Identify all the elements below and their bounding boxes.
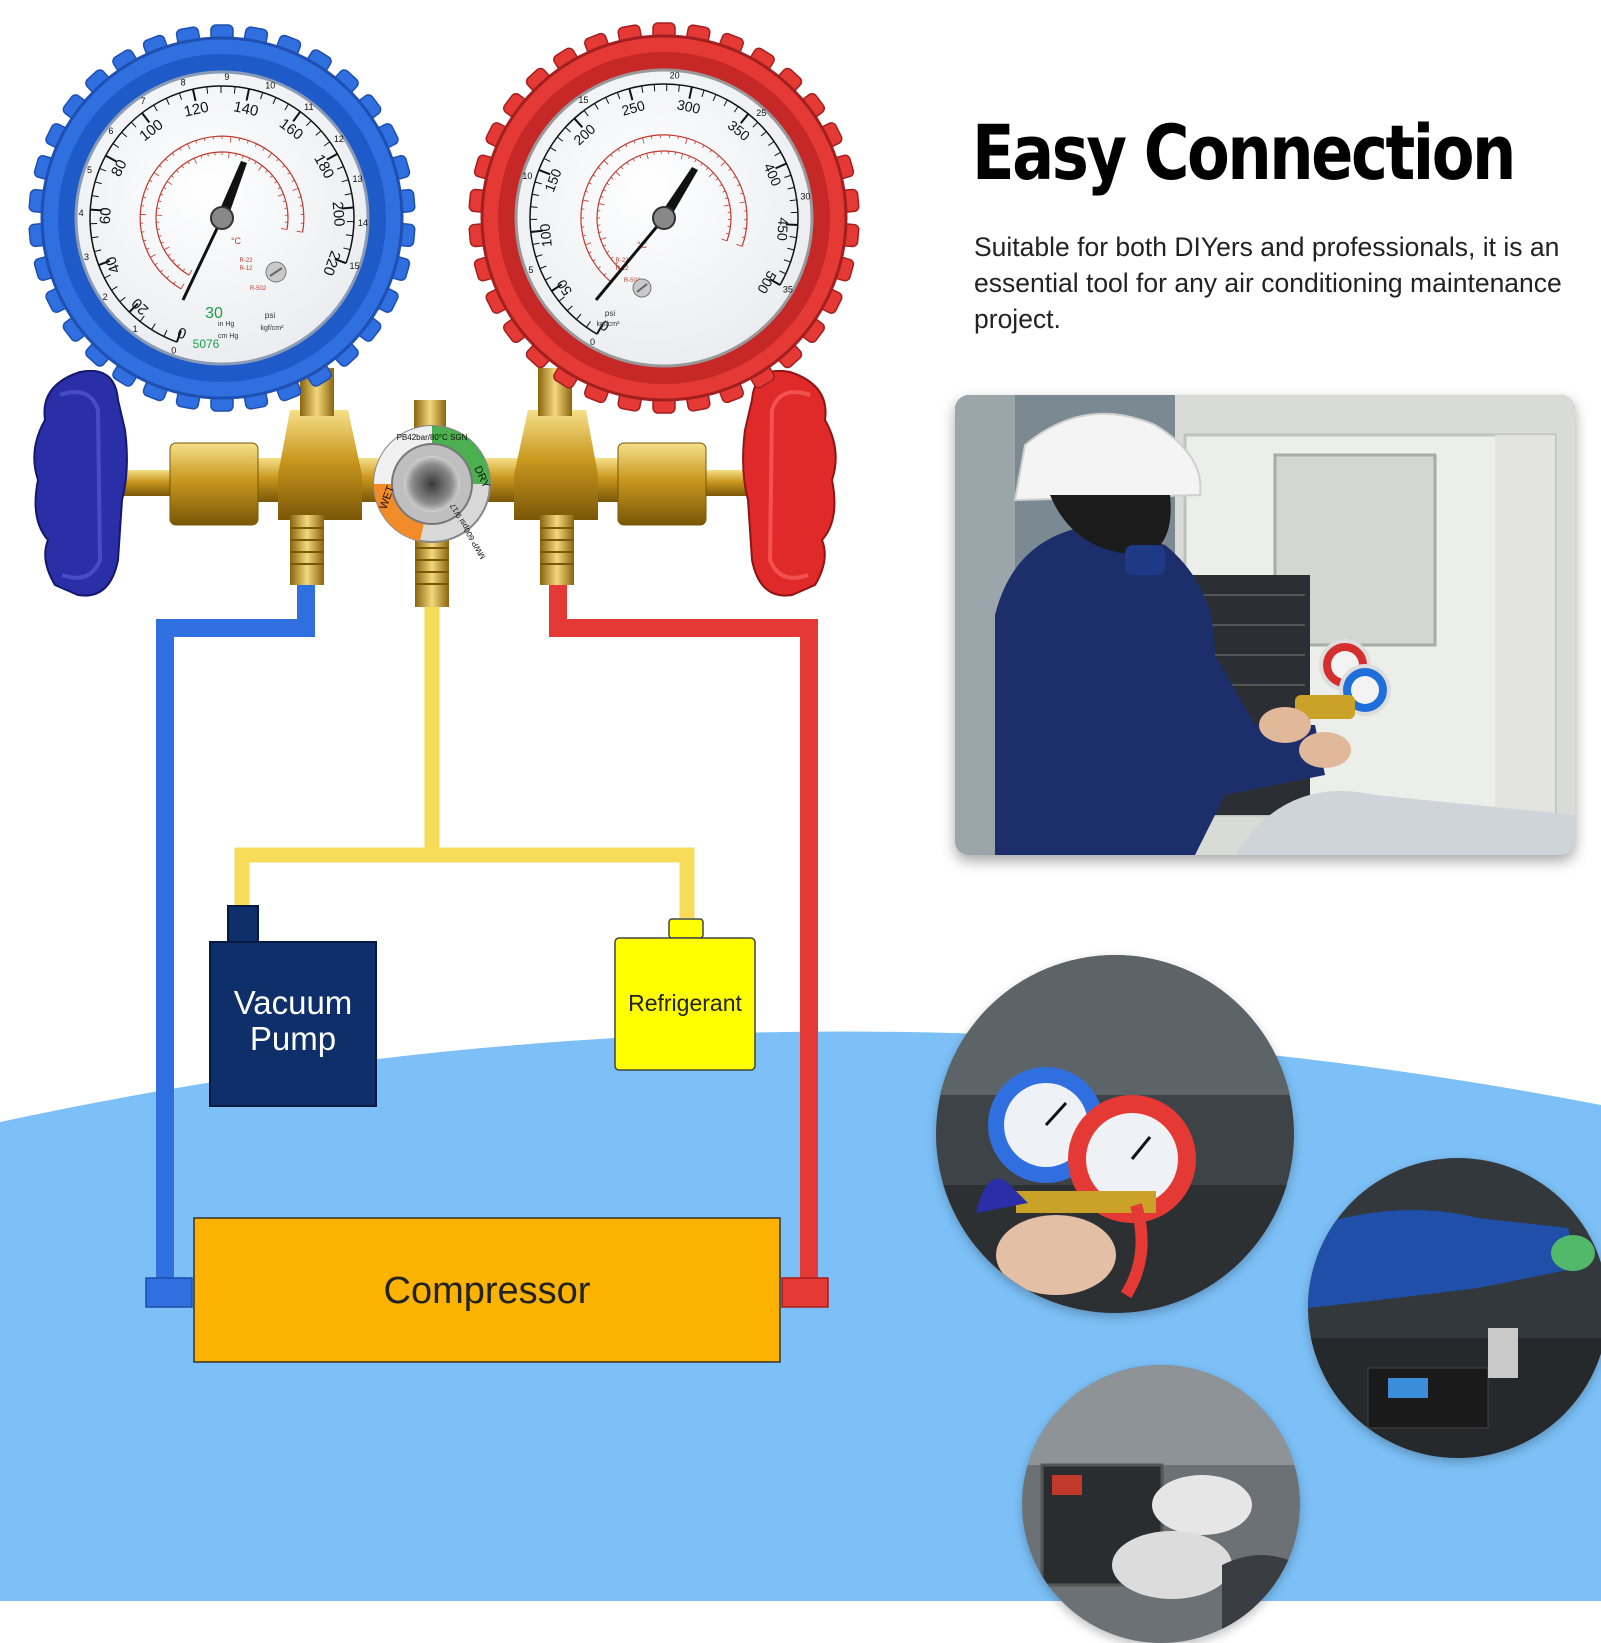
service-hose-branch — [242, 855, 687, 918]
scale-tick — [234, 87, 235, 94]
kgf-tick-label: 13 — [353, 174, 363, 184]
psi-tick-label: 450 — [774, 217, 791, 241]
center-port — [415, 535, 449, 607]
kgf-tick-label: 35 — [783, 285, 793, 295]
kgf-tick-label: 25 — [756, 108, 766, 118]
compressor-label: Compressor — [384, 1270, 591, 1312]
high-hex-nut — [618, 443, 706, 525]
kgf-tick-label: 8 — [181, 77, 186, 87]
high-side-connector — [782, 1278, 828, 1307]
kgf-tick-label: 9 — [224, 72, 229, 82]
kgf-tick-label: 20 — [670, 70, 680, 80]
kgf-tick-label: 1 — [133, 324, 138, 334]
low-gauge-vac-cm: 5076 — [193, 337, 220, 351]
low-gauge-ref2: R-12 — [239, 266, 253, 272]
battery-gloves-photo — [1022, 1365, 1300, 1643]
low-hex-nut — [170, 443, 258, 525]
sight-glass-top: PB42bar/80°C SGN — [397, 433, 468, 442]
low-gauge-unit-c: °C — [231, 236, 242, 246]
high-gauge-unit-kgf: kgf/cm² — [597, 321, 621, 328]
low-block — [278, 410, 362, 520]
kgf-tick-label: 10 — [522, 171, 532, 181]
kgf-tick-label: 15 — [578, 95, 588, 105]
low-gauge-ref1: R-22 — [239, 258, 253, 264]
psi-tick-label: 60 — [97, 207, 115, 225]
psi-tick-label: 200 — [329, 201, 348, 227]
kgf-tick-label: 2 — [103, 292, 108, 302]
high-block — [514, 410, 598, 520]
high-gauge-unit-psi: psi — [605, 309, 615, 318]
kgf-tick-label: 5 — [87, 165, 92, 175]
psi-tick-label: 100 — [536, 223, 554, 248]
high-gauge-hub — [653, 207, 675, 229]
technician-photo — [955, 395, 1575, 855]
temp-tick — [157, 229, 160, 230]
high-valve-knob — [743, 371, 836, 596]
low-gauge-vac-unit2: cm Hg — [218, 333, 238, 340]
low-port — [290, 515, 324, 585]
mechanic-engine-photo — [1308, 1158, 1601, 1458]
kgf-tick-label: 0 — [171, 345, 176, 355]
low-gauge-ref3: R-502 — [250, 286, 267, 292]
low-side-connector — [146, 1278, 192, 1307]
kgf-tick-label: 7 — [141, 96, 146, 106]
vacuum-pump-label-1: Vacuum — [234, 984, 353, 1021]
kgf-tick-label: 4 — [79, 208, 84, 218]
vacuum-pump-port — [228, 906, 258, 942]
kgf-tick-label: 5 — [528, 265, 533, 275]
kgf-tick-label: 10 — [265, 81, 275, 91]
engine-gauge-photo — [936, 955, 1294, 1313]
low-gauge-unit-kgf: kgf/cm² — [261, 325, 285, 332]
headline: Easy Connection — [972, 108, 1514, 197]
kgf-tick-label: 14 — [358, 218, 368, 228]
temp-tick — [675, 152, 676, 155]
scale-tick — [654, 84, 655, 91]
refrigerant-port — [669, 919, 703, 938]
high-port — [540, 515, 574, 585]
low-gauge-vac-unit1: in Hg — [218, 321, 234, 328]
temp-tick — [678, 136, 679, 139]
manifold: PB42bar/80°C SGN DRY WET MWP 600psi 9/17 — [34, 368, 835, 607]
vacuum-pump-label-2: Pump — [250, 1020, 336, 1057]
kgf-tick-label: 15 — [349, 261, 359, 271]
low-gauge-hub — [211, 207, 233, 229]
kgf-tick-label: 6 — [108, 126, 113, 136]
kgf-tick-label: 30 — [800, 192, 810, 202]
kgf-tick-label: 0 — [590, 337, 595, 347]
kgf-tick-label: 11 — [304, 102, 313, 112]
low-valve-knob — [34, 371, 127, 596]
sight-glass: PB42bar/80°C SGN DRY WET MWP 600psi 9/17 — [374, 426, 492, 561]
low-gauge-unit-psi: psi — [265, 311, 275, 320]
description: Suitable for both DIYers and professiona… — [974, 229, 1574, 337]
refrigerant-label: Refrigerant — [628, 990, 742, 1016]
temp-tick — [141, 232, 144, 233]
low-gauge-vac-value: 30 — [205, 305, 223, 322]
kgf-tick-label: 12 — [334, 134, 344, 144]
kgf-tick-label: 3 — [84, 252, 89, 262]
scale-tick — [530, 207, 537, 208]
